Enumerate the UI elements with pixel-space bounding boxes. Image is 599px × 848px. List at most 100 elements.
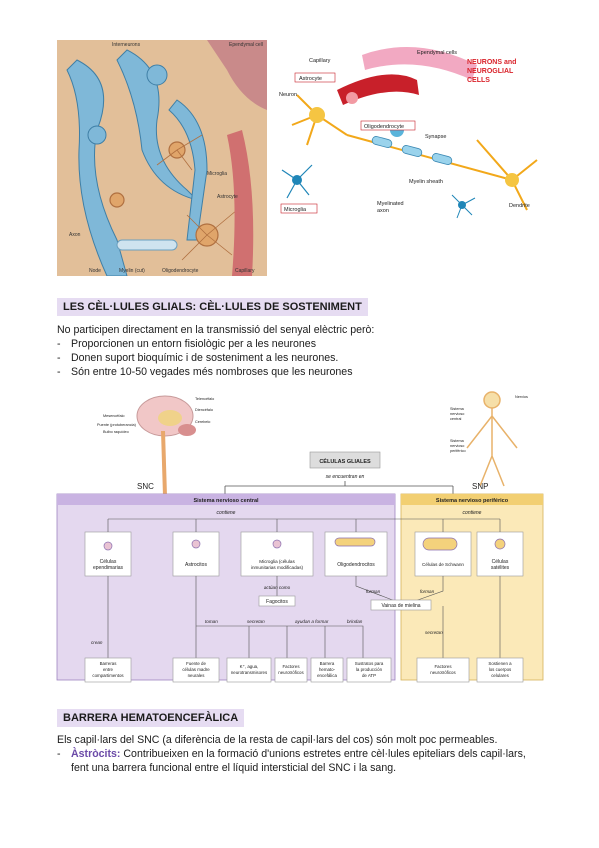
outcome-text: Factores	[434, 664, 452, 669]
section-heading-glial-cells: LES CÈL·LULES GLIALS: CÈL·LULES DE SOSTE…	[57, 298, 368, 316]
outcome-text: neurotróficos	[278, 670, 304, 675]
outcome-text: entre	[103, 667, 114, 672]
brain-label: Cerebelo	[195, 420, 210, 424]
label-astrocyte: Astrocyte	[217, 194, 238, 200]
label-axon: Axon	[69, 232, 81, 238]
outcome-text: Fuente de	[186, 661, 206, 666]
label-myelinated: Myelinated	[377, 201, 404, 207]
outcome-text: Barreras	[100, 661, 118, 666]
brain-label: Bulbo raquídeo	[103, 430, 129, 434]
section2-body: Els capil·lars del SNC (a diferència de …	[57, 733, 557, 775]
figure-labels: Interneurons Ependymal cell Microglia As…	[69, 42, 263, 274]
verb-actuan: actúan como	[264, 585, 291, 590]
cell-oligodendrocytes: Oligodendrocitos	[337, 562, 375, 568]
verb-ayudan: ayudan a formar	[295, 619, 329, 624]
outcome-text: celulares	[491, 673, 509, 678]
bullet-item: -Proporcionen un entorn fisiològic per a…	[57, 338, 316, 350]
label-capillary: Capillary	[235, 268, 255, 274]
label-axon: axon	[377, 208, 389, 214]
outcome-text: encefálica	[317, 673, 337, 678]
verb-forman: forman	[366, 589, 381, 594]
glial-cells-diagram: Telencéfalo Diencéfalo Cerebelo Mesencéf…	[55, 386, 547, 686]
brain-illustration: Telencéfalo Diencéfalo Cerebelo Mesencéf…	[97, 395, 214, 497]
outcome-text: de ATP	[362, 673, 376, 678]
section1-body: No participen directament en la transmis…	[57, 323, 547, 379]
outcome-text: Factores	[282, 664, 300, 669]
label-interneurons: Interneurons	[112, 42, 141, 48]
bullet-term: Àstròcits:	[71, 748, 121, 760]
body-label: nervioso	[450, 444, 464, 448]
verb-toman: toman	[205, 619, 218, 624]
root-node: CÉLULAS GLIALES	[319, 457, 371, 465]
neuroglial-cells-illustration: NEURONS and NEUROGLIAL CELLS Capillary E…	[277, 40, 543, 226]
outcome-text: neurotróficos	[430, 670, 456, 675]
label-ependymal: Ependymal cell	[229, 42, 263, 48]
verb-secretan: secretan	[247, 619, 265, 624]
label-dendrite: Dendrite	[509, 203, 530, 209]
body-label: central	[450, 417, 462, 421]
label-microglia: Microglia	[207, 171, 227, 177]
node-fagocitos: Fagocitos	[266, 599, 288, 605]
label-myelin-cut: Myelin (cut)	[119, 268, 145, 274]
label-synapse: Synapse	[425, 134, 446, 140]
peripheral-contiene: contiene	[463, 510, 482, 516]
cell-satellite: satélites	[491, 565, 510, 571]
brain-label: Diencéfalo	[195, 408, 213, 412]
label-capillary: Capillary	[309, 58, 331, 64]
peripheral-system-title: Sistema nervioso periférico	[436, 498, 509, 504]
bullet-text: Proporcionen un entorn fisiològic per a …	[71, 338, 316, 350]
outcome-text: neurales	[188, 673, 206, 678]
outcome-text: K⁺, agua,	[240, 664, 259, 669]
bullet-continuation: fent una barrera funcional entre el líqu…	[71, 762, 397, 774]
label-astrocyte: Astrocyte	[299, 76, 322, 82]
figure-title-line2: NEUROGLIAL	[467, 68, 514, 75]
bullet-item: -Àstròcits: Contribueixen en la formació…	[57, 748, 526, 760]
body-label: Sistema	[450, 407, 465, 411]
outcome-text: Sustratos para	[355, 661, 384, 666]
figure-title-line1: NEURONS and	[467, 59, 516, 66]
root-sub: se encuentran en	[326, 474, 365, 480]
node-vainas: Vainas de mielina	[381, 603, 420, 609]
outcome-text: compartimentos	[92, 673, 124, 678]
cell-ependymal: ependimarias	[93, 565, 124, 571]
bullet-item: -Són entre 10-50 vegades més nombroses q…	[57, 366, 353, 378]
body-label: Nervios	[515, 395, 528, 399]
bullet-text: Contribueixen en la formació d'unions es…	[120, 748, 526, 760]
label-microglia: Microglia	[284, 207, 307, 213]
cell-schwann: Células de Schwann	[422, 562, 464, 567]
label-snc: SNC	[137, 482, 154, 491]
cell-astrocytes: Astrocitos	[185, 562, 207, 568]
label-node: Node	[89, 268, 101, 274]
verb-secretan: secretan	[425, 630, 443, 635]
central-system-title: Sistema nervioso central	[193, 498, 259, 504]
cell-ependymal: Células	[100, 559, 117, 565]
bullet-text: Són entre 10-50 vegades més nombroses qu…	[71, 366, 353, 378]
outcome-text: la producción	[356, 667, 383, 672]
figure-title-line3: CELLS	[467, 77, 490, 84]
section2-intro: Els capil·lars del SNC (a diferència de …	[57, 734, 498, 746]
brain-label: Mesencéfalo	[103, 414, 125, 418]
body-illustration	[466, 391, 518, 487]
label-myelin-sheath: Myelin sheath	[409, 179, 443, 185]
bullet-text: Donen suport bioquímic i de sosteniment …	[71, 352, 339, 364]
outcome-text: hemato-	[319, 667, 336, 672]
outcome-text: Barrera	[320, 661, 335, 666]
section1-intro: No participen directament en la transmis…	[57, 324, 375, 336]
label-oligodendrocyte: Oligodendrocyte	[162, 268, 199, 274]
label-snp: SNP	[472, 482, 488, 491]
central-contiene: contiene	[217, 510, 236, 516]
glia-tissue-illustration: Interneurons Ependymal cell Microglia As…	[57, 40, 267, 276]
outcome-text: células madre	[182, 667, 210, 672]
brain-label: Puente (protuberancia)	[97, 423, 137, 427]
body-label: periférico	[450, 449, 466, 453]
outcome-text: neurotransmisores	[231, 670, 268, 675]
body-label: Sistema	[450, 439, 465, 443]
cell-microglia: Microglia (células	[259, 559, 295, 564]
outcome-text: los cuerpos	[489, 667, 512, 672]
label-ependymal-cells: Ependymal cells	[417, 50, 457, 56]
brain-label: Telencéfalo	[195, 397, 214, 401]
verb-forman: forman	[420, 589, 435, 594]
bullet-item: -Donen suport bioquímic i de sosteniment…	[57, 352, 339, 364]
section-heading-blood-brain-barrier: BARRERA HEMATOENCEFÀLICA	[57, 709, 245, 727]
cell-microglia: inmunitarias modificadas)	[251, 565, 304, 570]
